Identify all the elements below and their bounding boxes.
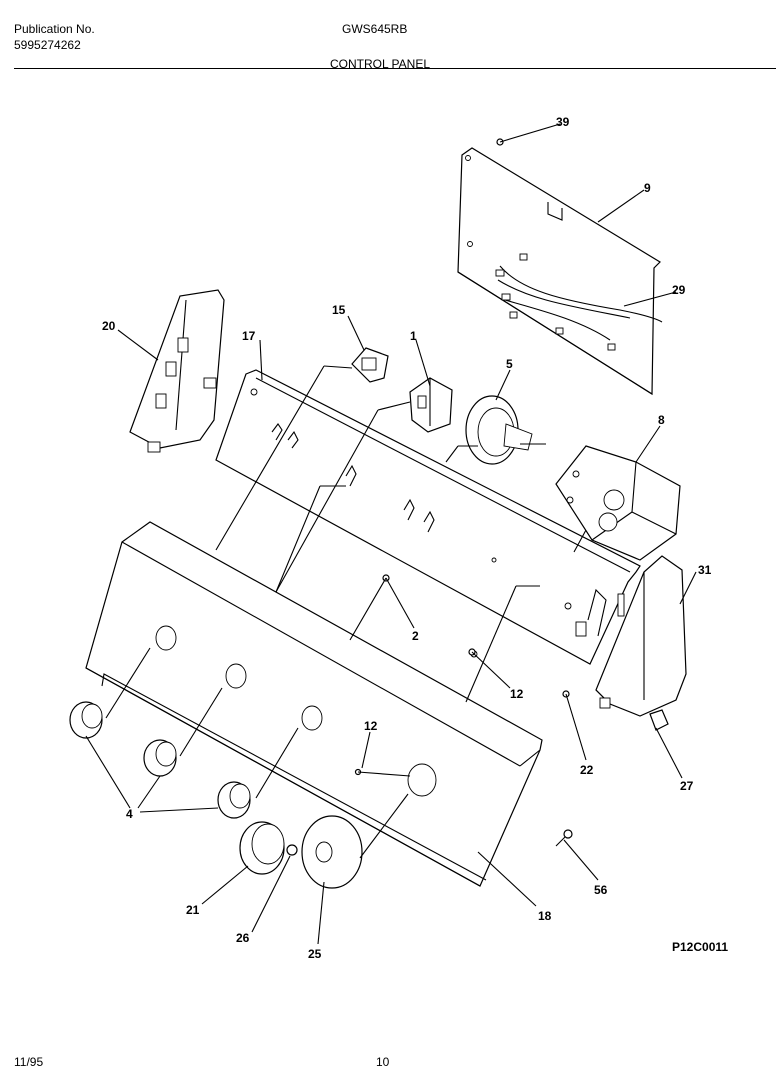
- callout-21: 21: [186, 903, 200, 917]
- knob-part-21: [239, 821, 285, 875]
- front-panel-part: [85, 521, 543, 887]
- part-8-timer: [555, 445, 681, 561]
- callout-27: 27: [680, 779, 694, 793]
- footer-date: 11/95: [14, 1055, 44, 1069]
- part-1-switch: [409, 377, 453, 433]
- leader-lines: [85, 123, 697, 945]
- rear-cover-part: [457, 147, 663, 396]
- callout-12-upper: 12: [510, 687, 524, 701]
- callout-4: 4: [126, 807, 133, 821]
- callout-15: 15: [332, 303, 346, 317]
- header-rule: [14, 68, 776, 69]
- callout-8: 8: [658, 413, 665, 427]
- knobs-part-4: [69, 701, 251, 819]
- right-end-bracket-part: [595, 555, 687, 717]
- part-27-clip: [649, 709, 669, 731]
- callout-39: 39: [556, 115, 570, 129]
- callout-20: 20: [102, 319, 116, 333]
- callout-9: 9: [644, 181, 651, 195]
- callout-1: 1: [410, 329, 417, 343]
- callout-2: 2: [412, 629, 419, 643]
- console-panel-part: [215, 369, 641, 665]
- screw-part-56: [555, 829, 573, 847]
- publication-number: 5995274262: [14, 38, 81, 52]
- part-15: [351, 347, 389, 383]
- spring-part-26: [286, 844, 298, 856]
- callout-22: 22: [580, 763, 594, 777]
- drawing-code: P12C0011: [672, 940, 729, 954]
- callout-26: 26: [236, 931, 250, 945]
- callout-29: 29: [672, 283, 686, 297]
- part-5-dial-control: [465, 395, 546, 465]
- callout-12-lower: 12: [364, 719, 378, 733]
- callout-5: 5: [506, 357, 513, 371]
- callout-56: 56: [594, 883, 608, 897]
- model-number: GWS645RB: [342, 22, 408, 36]
- publication-label: Publication No.: [14, 22, 95, 36]
- knob-part-25: [301, 815, 363, 889]
- left-end-bracket-part: [129, 289, 225, 453]
- callout-31: 31: [698, 563, 712, 577]
- callout-25: 25: [308, 947, 322, 961]
- callout-18: 18: [538, 909, 552, 923]
- callout-17: 17: [242, 329, 256, 343]
- page-number: 10: [376, 1055, 390, 1069]
- section-title: CONTROL PANEL: [330, 57, 431, 71]
